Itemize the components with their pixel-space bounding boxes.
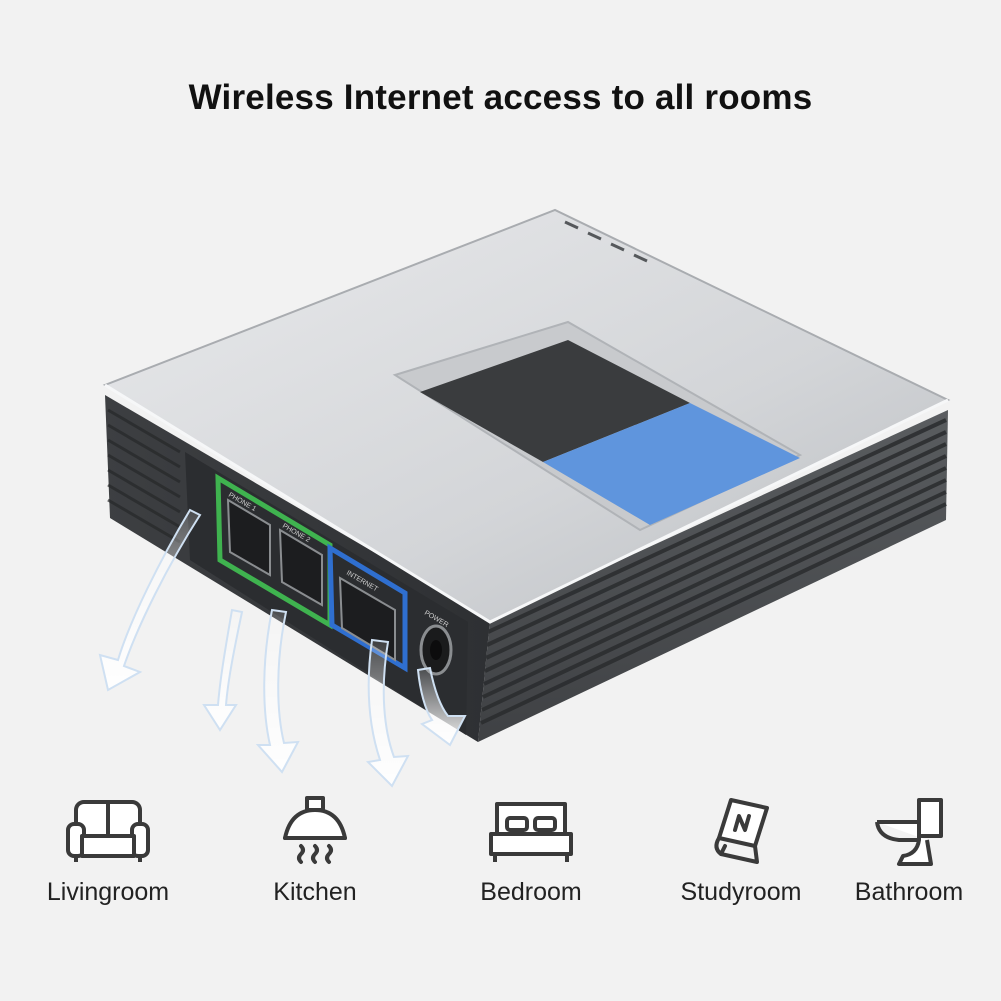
room-label-bathroom: Bathroom (854, 878, 964, 906)
bed-icon (481, 790, 581, 870)
room-bedroom: Bedroom (446, 790, 616, 930)
room-label-livingroom: Livingroom (46, 878, 170, 906)
airflow-arrows (98, 508, 467, 788)
room-studyroom: Studyroom (656, 790, 826, 930)
top-dark-panel (420, 340, 690, 462)
toilet-icon (859, 790, 959, 870)
router-top (102, 208, 951, 624)
router-right-side (478, 410, 948, 742)
room-label-studyroom: Studyroom (680, 878, 802, 906)
room-bathroom: Bathroom (824, 790, 994, 930)
sofa-icon (58, 790, 158, 870)
room-label-bedroom: Bedroom (480, 878, 582, 906)
headline: Wireless Internet access to all rooms (188, 78, 813, 117)
room-livingroom: Livingroom (23, 790, 193, 930)
top-blue-panel (543, 403, 800, 525)
range-hood-icon (265, 790, 365, 870)
room-kitchen: Kitchen (230, 790, 400, 930)
book-icon (691, 790, 791, 870)
room-label-kitchen: Kitchen (273, 878, 357, 906)
